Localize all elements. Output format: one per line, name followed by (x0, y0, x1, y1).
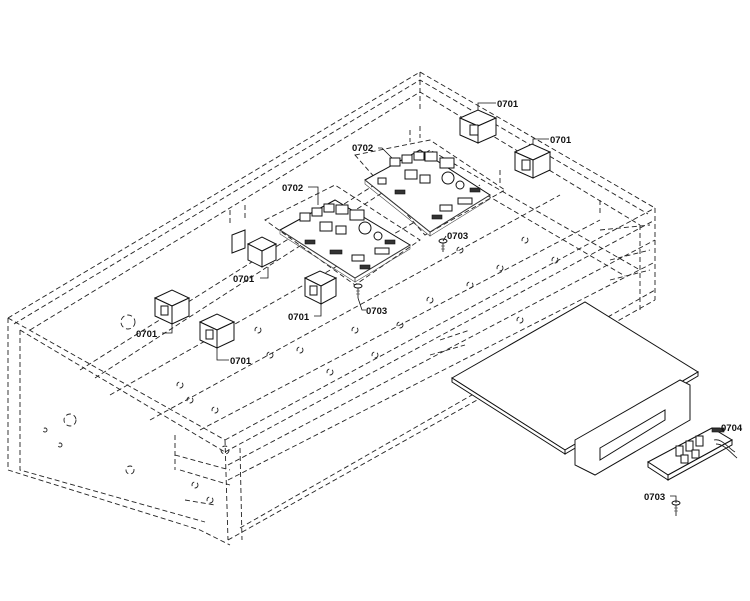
relay-left-upper (153, 289, 191, 325)
callout-0702-upper-board: 0702 (352, 143, 373, 154)
callout-0701-top-right-b: 0701 (550, 135, 572, 146)
callout-0702-lower-board: 0702 (282, 183, 303, 194)
screw-aux (671, 500, 681, 516)
relay-top-right-a (458, 109, 498, 144)
control-board-upper (364, 149, 491, 237)
relay-left-lower (198, 313, 236, 349)
filter-board (647, 427, 738, 481)
relay-center (303, 270, 338, 305)
callout-0701-left-upper: 0701 (136, 329, 158, 340)
screw-center (353, 283, 363, 298)
callout-0701-top-right-a: 0701 (497, 99, 519, 110)
callout-0701-left-bracket: 0701 (233, 274, 255, 285)
mounting-bracket (574, 379, 691, 476)
callout-leaders (162, 102, 720, 503)
callout-0703-aux-screw: 0703 (644, 492, 665, 503)
control-board-lower (279, 199, 411, 283)
callout-labels: 0701 0701 0702 0702 0703 0701 0701 0703 … (136, 99, 743, 503)
callout-0703-board-screw: 0703 (447, 231, 468, 242)
relay-top-right-b (513, 143, 552, 179)
board-mounting-area (264, 139, 506, 286)
callout-0703-center-screw: 0703 (366, 306, 387, 317)
callout-0704-filter-board: 0704 (721, 423, 743, 434)
callout-0701-left-lower: 0701 (230, 356, 252, 367)
callout-0701-center: 0701 (288, 312, 310, 323)
relay-left-bracket (231, 229, 278, 268)
